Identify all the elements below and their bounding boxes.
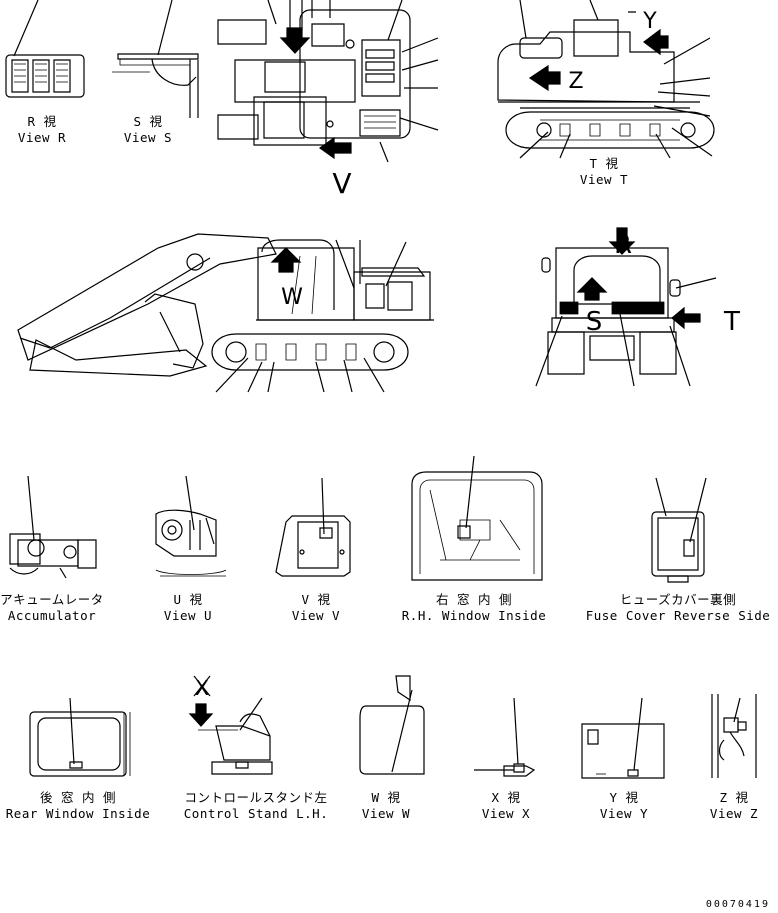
view-u-drawing — [156, 476, 226, 576]
view-y-jp: Y 視 — [609, 790, 639, 805]
arrow-letter-s-label: S — [585, 307, 603, 337]
view-v-en: View V — [291, 608, 341, 623]
accumulator-jp: アキュームレータ — [0, 592, 104, 607]
arrow-letter-w-label: W — [281, 285, 303, 310]
view-r-jp: R 視 — [27, 114, 57, 129]
view-w-jp: W 視 — [371, 790, 401, 805]
fuse-cover-en: Fuse Cover Reverse Side — [585, 608, 771, 623]
view-s-en: View S — [123, 130, 173, 145]
view-x-drawing — [474, 698, 534, 776]
view-v-drawing — [276, 478, 350, 576]
view-u-en: View U — [163, 608, 213, 623]
rear-window-jp: 後 窓 内 側 — [39, 790, 117, 805]
rear-window-drawing — [30, 698, 130, 776]
fuse-cover-jp: ヒューズカバー裏側 — [619, 592, 737, 607]
view-z-jp: Z 視 — [719, 790, 749, 805]
arrow-letter-v-label: V — [332, 167, 352, 200]
rh-window-en: R.H. Window Inside — [401, 608, 547, 623]
view-z-en: View Z — [709, 806, 759, 821]
view-w-en: View W — [361, 806, 411, 821]
arrow-letter-r-label: R — [613, 230, 633, 260]
arrow-letter-y-label: Y — [643, 9, 657, 34]
accumulator-en: Accumulator — [7, 608, 97, 623]
view-y-en: View Y — [599, 806, 649, 821]
leader-line — [14, 0, 38, 56]
rh-window-jp: 右 窓 内 側 — [435, 592, 513, 607]
arrow-letter-x-label: X — [195, 676, 209, 700]
view-s-jp: S 視 — [133, 114, 163, 129]
top-view-drawing — [218, 0, 438, 162]
rear-window-en: Rear Window Inside — [5, 806, 151, 821]
main-side-view-drawing — [18, 234, 434, 392]
rear-view-drawing — [536, 228, 716, 386]
view-r-drawing — [6, 0, 84, 97]
arrow-letter-z-label: Z — [568, 69, 584, 94]
control-stand-en: Control Stand L.H. — [183, 806, 329, 821]
rh-window-drawing — [412, 456, 542, 580]
control-stand-drawing — [190, 676, 272, 774]
arrow-letter-t-label: T — [724, 307, 740, 337]
leader-line — [158, 0, 172, 55]
view-s-drawing — [112, 0, 198, 118]
view-y-drawing — [582, 698, 664, 778]
side-view-t-drawing — [498, 0, 714, 158]
document-number: 00070419 — [705, 899, 770, 910]
view-x-jp: X 視 — [491, 790, 521, 805]
view-r-en: View R — [17, 130, 67, 145]
view-t-jp: T 視 — [589, 156, 619, 171]
control-stand-jp: コントロールスタンド左 — [184, 790, 328, 805]
view-w-drawing — [360, 676, 424, 774]
view-t-en: View T — [579, 172, 629, 187]
view-z-drawing — [712, 694, 756, 778]
fuse-cover-drawing — [652, 478, 706, 582]
view-v-jp: V 視 — [301, 592, 331, 607]
view-u-jp: U 視 — [173, 592, 203, 607]
accumulator-drawing — [10, 476, 96, 578]
view-x-en: View X — [481, 806, 531, 821]
